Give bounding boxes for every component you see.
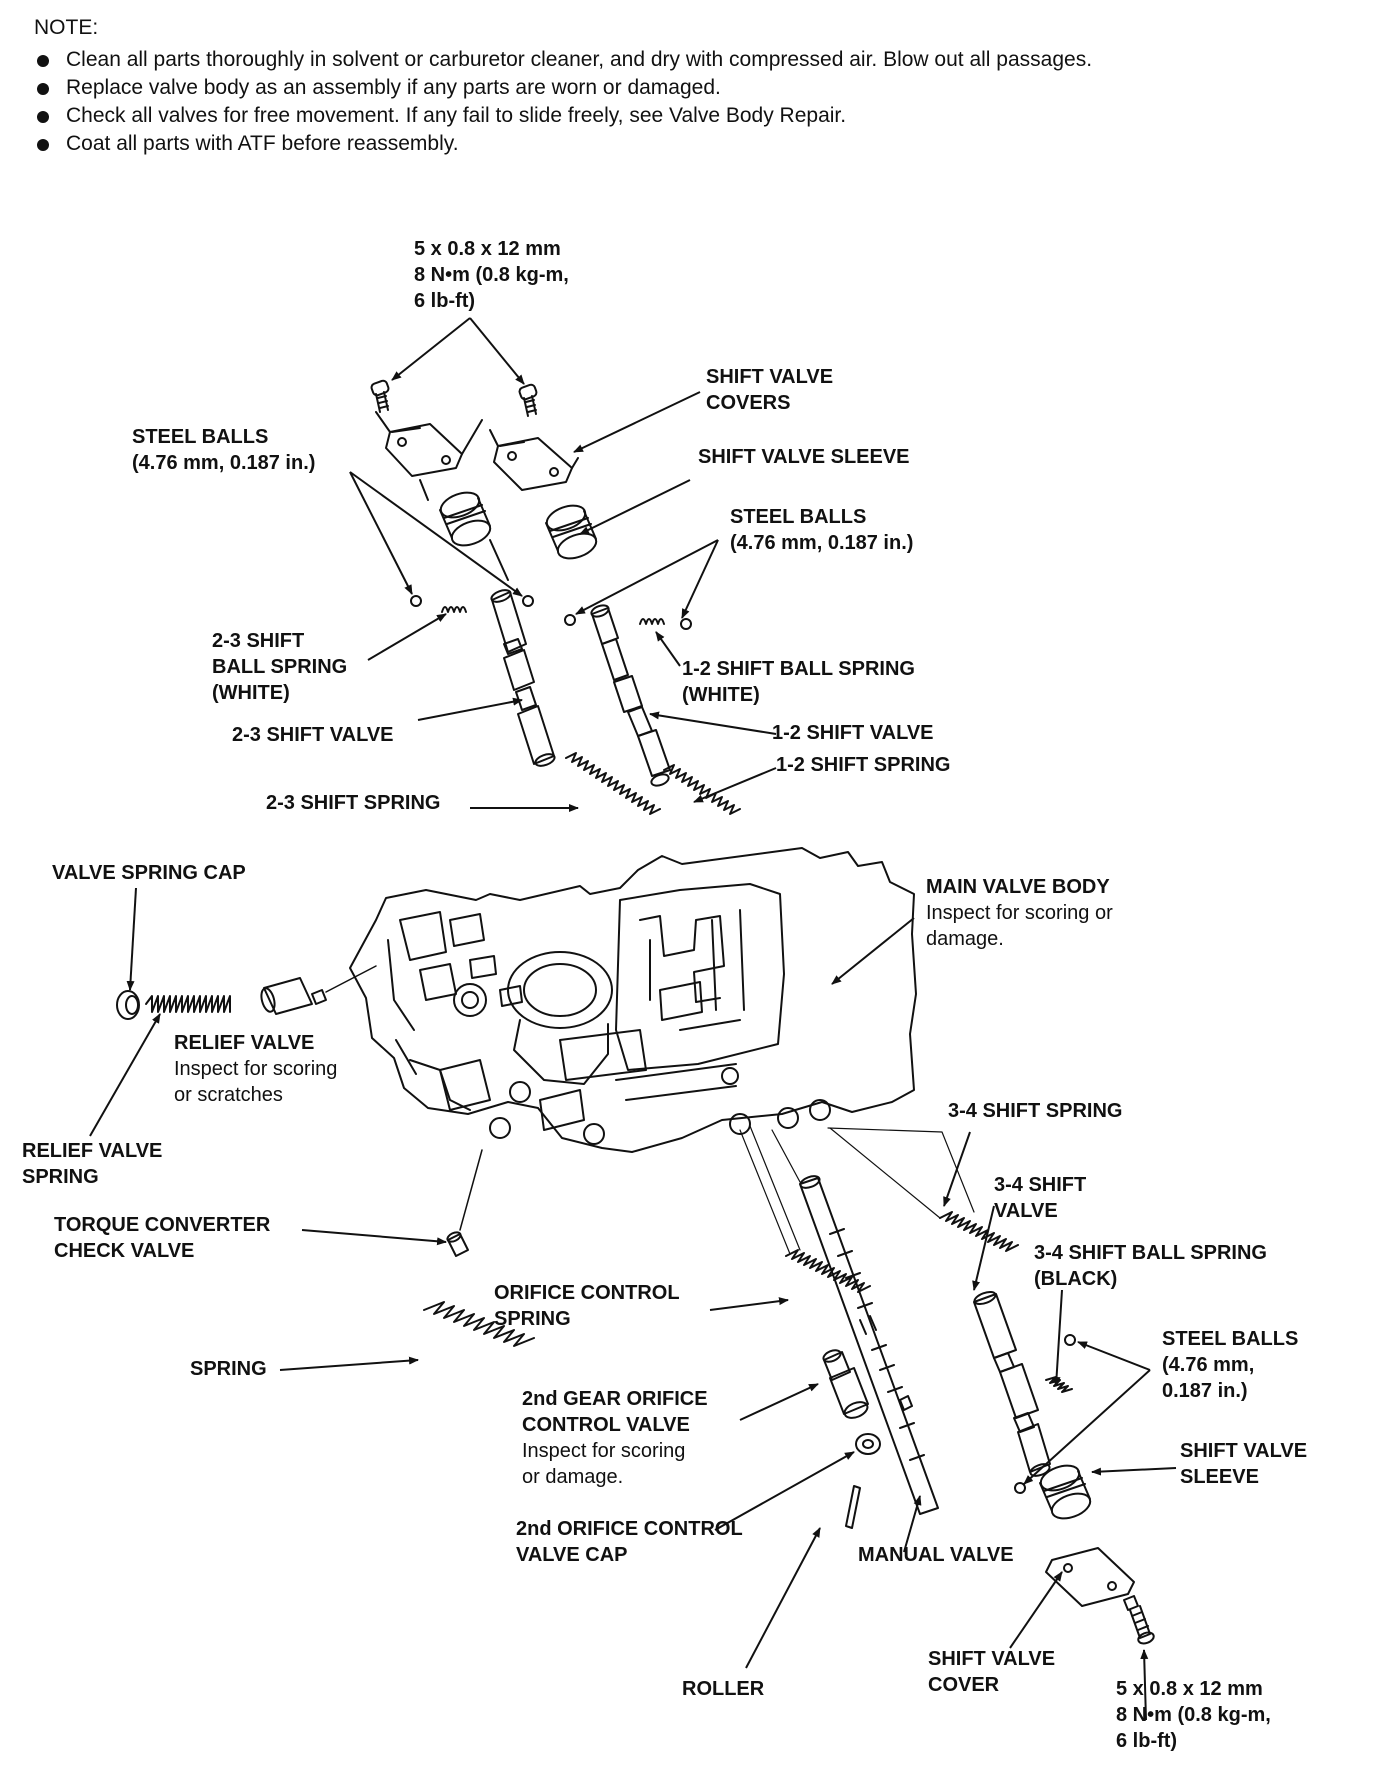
torque-converter-check-valve	[446, 1231, 469, 1257]
note-item: Coat all parts with ATF before reassembl…	[34, 130, 1364, 158]
label-manual-valve: MANUAL VALVE	[858, 1544, 1014, 1566]
label-torque-converter-check-valve: TORQUE CONVERTER CHECK VALVE	[54, 1214, 271, 1262]
ball-spring-34	[1045, 1376, 1073, 1393]
label-second-orifice-control-valve-cap: 2nd ORIFICE CONTROL VALVE CAP	[516, 1518, 743, 1566]
shift-spring-12	[663, 764, 741, 815]
label-valve-spring-cap: VALVE SPRING CAP	[52, 862, 246, 884]
shift-spring-34	[939, 1211, 1019, 1252]
label-shift-34-valve: 3-4 SHIFT VALVE	[994, 1174, 1087, 1222]
ball-spring-23	[441, 606, 467, 613]
bolt-top-right	[518, 383, 538, 417]
label-shift-23-ball-spring: 2-3 SHIFT BALL SPRING (WHITE)	[212, 630, 348, 704]
label-shift-34-ball-spring: 3-4 SHIFT BALL SPRING (BLACK)	[1034, 1242, 1267, 1290]
second-gear-orifice-control-valve	[822, 1349, 869, 1419]
shift-valve-23	[490, 589, 556, 767]
label-shift-valve-sleeve-top: SHIFT VALVE SLEEVE	[698, 446, 910, 468]
bullet-icon	[37, 111, 49, 123]
note-item: Replace valve body as an assembly if any…	[34, 74, 1364, 102]
label-roller: ROLLER	[682, 1678, 765, 1700]
shift-valve-cover-bottom	[1045, 1547, 1135, 1607]
relief-valve	[260, 977, 327, 1015]
label-bolt-top: 5 x 0.8 x 12 mm 8 N•m (0.8 kg-m, 6 lb-ft…	[414, 238, 569, 312]
bolt-top-left	[370, 379, 390, 413]
note-title: NOTE:	[34, 16, 99, 39]
label-shift-34-spring: 3-4 SHIFT SPRING	[948, 1100, 1123, 1122]
main-valve-body	[349, 847, 917, 1153]
label-shift-12-spring: 1-2 SHIFT SPRING	[776, 754, 951, 776]
valve-spring-cap	[116, 990, 140, 1020]
label-shift-12-ball-spring: 1-2 SHIFT BALL SPRING (WHITE)	[682, 658, 915, 706]
label-relief-valve: RELIEF VALVE Inspect for scoring or scra…	[174, 1032, 338, 1106]
shift-spring-23	[565, 752, 661, 815]
label-shift-23-spring: 2-3 SHIFT SPRING	[266, 792, 441, 814]
notes-block: NOTE: Clean all parts thoroughly in solv…	[34, 16, 1364, 158]
label-shift-valve-sleeve-bottom: SHIFT VALVE SLEEVE	[1180, 1440, 1308, 1488]
note-item: Check all valves for free movement. If a…	[34, 102, 1364, 130]
shift-valve-34	[973, 1290, 1051, 1477]
label-bolt-bottom: 5 x 0.8 x 12 mm 8 N•m (0.8 kg-m, 6 lb-ft…	[1116, 1678, 1271, 1752]
manual-valve	[799, 1175, 939, 1515]
label-main-valve-body: MAIN VALVE BODY Inspect for scoring or d…	[926, 876, 1113, 950]
spring-lower-left	[423, 1301, 535, 1347]
shift-valve-sleeve-left	[439, 491, 492, 547]
label-steel-balls-mid: STEEL BALLS (4.76 mm, 0.187 in.)	[730, 506, 914, 554]
bullet-icon	[37, 83, 49, 95]
relief-valve-spring	[145, 995, 231, 1013]
roller	[845, 1485, 861, 1529]
label-second-gear-orifice-control-valve: 2nd GEAR ORIFICE CONTROL VALVE Inspect f…	[522, 1388, 708, 1488]
label-steel-balls-left: STEEL BALLS (4.76 mm, 0.187 in.)	[132, 426, 316, 474]
bolt-bottom	[1123, 1595, 1155, 1645]
label-shift-valve-cover: SHIFT VALVE COVER	[928, 1648, 1056, 1696]
label-shift-23-valve: 2-3 SHIFT VALVE	[232, 724, 394, 746]
shift-valve-covers-right	[493, 437, 573, 491]
label-shift-12-valve: 1-2 SHIFT VALVE	[772, 722, 934, 744]
label-orifice-control-spring: ORIFICE CONTROL SPRING	[494, 1282, 680, 1330]
note-item: Clean all parts thoroughly in solvent or…	[34, 46, 1364, 74]
shift-valve-cover-left	[385, 423, 463, 477]
note-list: Clean all parts thoroughly in solvent or…	[34, 46, 1364, 158]
label-spring: SPRING	[190, 1358, 267, 1380]
label-steel-balls-right: STEEL BALLS (4.76 mm, 0.187 in.)	[1162, 1328, 1299, 1402]
shift-valve-12	[590, 604, 671, 787]
second-orifice-control-valve-cap	[855, 1433, 881, 1455]
shift-valve-sleeve-bottom	[1039, 1464, 1092, 1520]
bullet-icon	[37, 55, 49, 67]
label-relief-valve-spring: RELIEF VALVE SPRING	[22, 1140, 163, 1188]
label-shift-valve-covers: SHIFT VALVE COVERS	[706, 366, 834, 414]
ball-spring-12	[639, 618, 665, 625]
shift-valve-sleeve-top	[545, 504, 598, 560]
bullet-icon	[37, 139, 49, 151]
